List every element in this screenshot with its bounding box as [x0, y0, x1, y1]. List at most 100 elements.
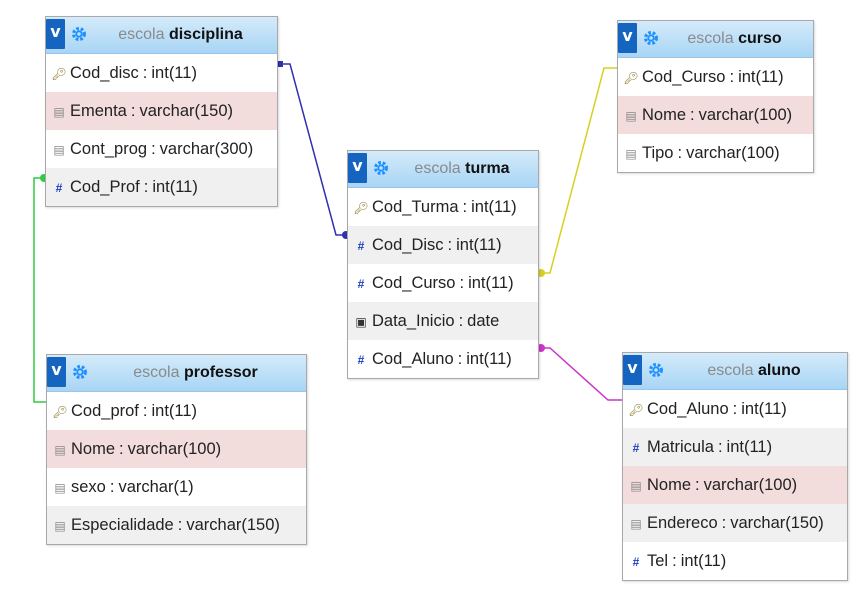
column-type: varchar(1): [118, 478, 194, 496]
column-row[interactable]: #Cod_Prof:int(11): [46, 168, 277, 206]
key-icon: 🔑︎: [51, 67, 67, 81]
column-row[interactable]: ▤Nome:varchar(100): [623, 466, 847, 504]
collapse-toggle-button[interactable]: v: [47, 357, 66, 387]
column-type: int(11): [471, 198, 517, 216]
column-name: Cont_prog: [70, 140, 148, 158]
table-title: escola aluno: [669, 353, 839, 389]
link-end-disciplina: [277, 61, 283, 67]
column-row[interactable]: 🔑︎Cod_disc:int(11): [46, 54, 277, 92]
collapse-toggle-button[interactable]: v: [348, 153, 367, 183]
table-header[interactable]: v escola professor: [47, 355, 306, 392]
column-type: varchar(150): [186, 516, 280, 534]
table-name: turma: [465, 160, 510, 177]
hash-icon: #: [357, 277, 365, 291]
gear-icon[interactable]: [372, 159, 390, 177]
column-row[interactable]: ▤sexo:varchar(1): [47, 468, 306, 506]
column-type: int(11): [741, 400, 787, 418]
text-icon: ▤: [54, 519, 66, 533]
key-icon: 🔑︎: [52, 405, 68, 419]
column-name: Tel: [647, 552, 669, 570]
column-name: Cod_Turma: [372, 198, 459, 216]
column-name: Tipo: [642, 144, 674, 162]
hash-icon: #: [357, 353, 365, 367]
column-name: Cod_Disc: [372, 236, 444, 254]
table-aluno[interactable]: v escola aluno 🔑︎Cod_Aluno:int(11) #Matr…: [622, 352, 848, 581]
column-type: int(11): [738, 68, 784, 86]
text-icon: ▤: [54, 443, 66, 457]
column-row[interactable]: ▣Data_Inicio:date: [348, 302, 538, 340]
column-type: int(11): [151, 402, 198, 420]
gear-icon[interactable]: [71, 363, 89, 381]
table-professor[interactable]: v escola professor 🔑︎Cod_prof:int(11) ▤N…: [46, 354, 307, 545]
table-name: curso: [738, 30, 782, 47]
column-row[interactable]: ▤Ementa:varchar(150): [46, 92, 277, 130]
table-header[interactable]: v escola disciplina: [46, 17, 277, 54]
column-row[interactable]: #Tel:int(11): [623, 542, 847, 580]
link-turma-aluno: [538, 347, 623, 401]
table-disciplina[interactable]: v escola disciplina 🔑︎Cod_disc:int(11) ▤…: [45, 16, 278, 207]
column-type: varchar(150): [139, 102, 234, 120]
table-header[interactable]: v escola curso: [618, 21, 813, 58]
gear-icon[interactable]: [647, 361, 665, 379]
hash-icon: #: [632, 555, 640, 569]
key-icon: 🔑︎: [623, 71, 639, 85]
gear-icon[interactable]: [70, 25, 88, 43]
column-row[interactable]: ▤Nome:varchar(100): [47, 430, 306, 468]
text-icon: ▤: [54, 481, 66, 495]
column-name: Ementa: [70, 102, 127, 120]
column-row[interactable]: ▤Tipo:varchar(100): [618, 134, 813, 172]
column-name: Cod_disc: [70, 64, 139, 82]
collapse-toggle-button[interactable]: v: [623, 355, 642, 385]
database-name: escola: [707, 362, 754, 379]
column-row[interactable]: 🔑︎Cod_Curso:int(11): [618, 58, 813, 96]
table-name: aluno: [758, 362, 801, 379]
column-name: Cod_Aluno: [372, 350, 454, 368]
column-row[interactable]: 🔑︎Cod_prof:int(11): [47, 392, 306, 430]
text-icon: ▤: [630, 479, 642, 493]
link-disciplina-professor: [33, 177, 46, 403]
column-row[interactable]: #Matricula:int(11): [623, 428, 847, 466]
database-name: escola: [133, 364, 180, 381]
column-name: sexo: [71, 478, 106, 496]
column-type: varchar(100): [703, 476, 798, 494]
column-type: int(11): [456, 236, 502, 254]
column-row[interactable]: #Cod_Disc:int(11): [348, 226, 538, 264]
column-type: int(11): [726, 438, 773, 456]
text-icon: ▤: [630, 517, 642, 531]
table-name: professor: [183, 364, 258, 381]
text-icon: ▤: [53, 105, 65, 119]
column-row[interactable]: #Cod_Curso:int(11): [348, 264, 538, 302]
text-icon: ▤: [53, 143, 65, 157]
column-type: date: [467, 312, 500, 330]
column-row[interactable]: 🔑︎Cod_Turma:int(11): [348, 188, 538, 226]
column-row[interactable]: ▤Especialidade:varchar(150): [47, 506, 306, 544]
table-turma[interactable]: v escola turma 🔑︎Cod_Turma:int(11) #Cod_…: [347, 150, 539, 379]
date-icon: ▣: [355, 315, 367, 329]
link-turma-curso: [538, 67, 618, 274]
column-row[interactable]: ▤Nome:varchar(100): [618, 96, 813, 134]
table-header[interactable]: v escola turma: [348, 151, 538, 188]
column-name: Cod_prof: [71, 402, 139, 420]
collapse-toggle-button[interactable]: v: [46, 19, 65, 49]
table-header[interactable]: v escola aluno: [623, 353, 847, 390]
table-name: disciplina: [168, 26, 243, 43]
column-row[interactable]: ▤Cont_prog:varchar(300): [46, 130, 277, 168]
table-title: escola turma: [394, 151, 530, 187]
collapse-toggle-button[interactable]: v: [618, 23, 637, 53]
column-type: varchar(100): [698, 106, 793, 124]
hash-icon: #: [632, 441, 640, 455]
column-type: varchar(100): [686, 144, 780, 162]
table-curso[interactable]: v escola curso 🔑︎Cod_Curso:int(11) ▤Nome…: [617, 20, 814, 173]
table-title: escola curso: [664, 21, 805, 57]
gear-icon[interactable]: [642, 29, 660, 47]
column-row[interactable]: #Cod_Aluno:int(11): [348, 340, 538, 378]
text-icon: ▤: [625, 109, 637, 123]
key-icon: 🔑︎: [353, 201, 369, 215]
hash-icon: #: [357, 239, 365, 253]
database-name: escola: [687, 30, 734, 47]
table-title: escola professor: [93, 355, 298, 391]
column-row[interactable]: ▤Endereco:varchar(150): [623, 504, 847, 542]
column-row[interactable]: 🔑︎Cod_Aluno:int(11): [623, 390, 847, 428]
column-name: Endereco: [647, 514, 718, 532]
